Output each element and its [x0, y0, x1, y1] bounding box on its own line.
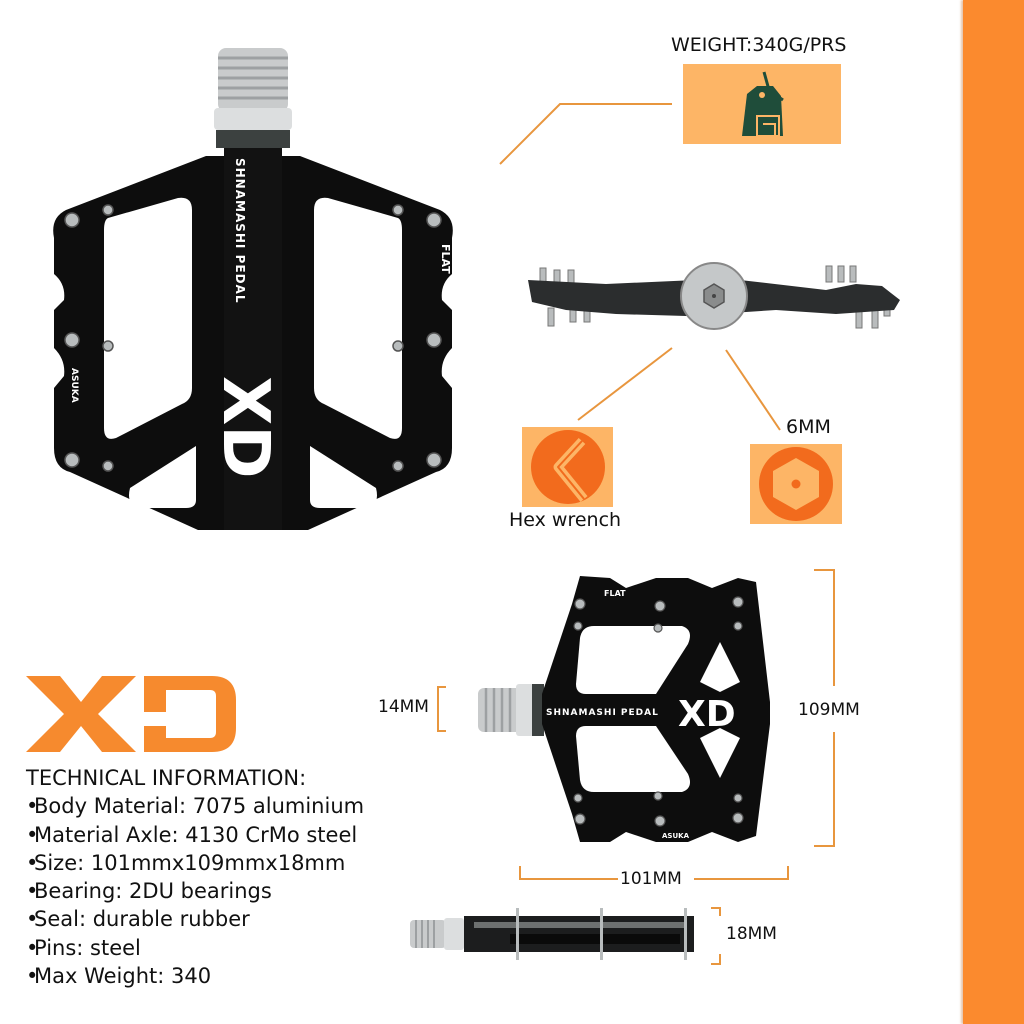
- hex-socket-icon-box: [750, 444, 842, 524]
- technical-info-heading: TECHNICAL INFORMATION:: [26, 766, 307, 790]
- pedal-top-view-horizontal: SHNAMASHI PEDAL XD FLAT ASUKA: [476, 574, 776, 844]
- weight-leader-line: [499, 103, 672, 165]
- axle-dimension-label: 14MM: [378, 697, 429, 717]
- width-dimension-label: 101MM: [620, 869, 682, 889]
- spec-item-bearing: •Bearing: 2DU bearings: [26, 879, 272, 904]
- svg-text:XD: XD: [208, 376, 282, 478]
- spec-item-axle-material: •Material Axle: 4130 CrMo steel: [26, 822, 358, 847]
- svg-text:FLAT: FLAT: [604, 589, 626, 598]
- svg-text:XD: XD: [678, 694, 736, 735]
- height-dimension-label: 109MM: [798, 700, 860, 720]
- accent-stripe: [963, 0, 1024, 1024]
- spec-item-seal: •Seal: durable rubber: [26, 907, 250, 932]
- weight-label: WEIGHT:340G/PRS: [671, 34, 847, 56]
- pedal-side-profile: [526, 262, 906, 334]
- tool-leader-lines: [577, 347, 781, 431]
- pedal-top-view-vertical: SHNAMASHI PEDAL XD FLAT ASUKA: [46, 48, 460, 538]
- thickness-dimension-bracket: [711, 907, 721, 965]
- svg-text:ASUKA: ASUKA: [662, 832, 690, 840]
- spec-item-max-weight: •Max Weight: 340: [26, 964, 212, 989]
- weight-tag-icon: [742, 71, 784, 137]
- hex-wrench-icon: [531, 430, 605, 504]
- spec-item-body-material: •Body Material: 7075 aluminium: [26, 794, 365, 819]
- spec-item-pins: •Pins: steel: [26, 935, 141, 960]
- weight-icon-box: [683, 64, 841, 144]
- hex-wrench-icon-box: [522, 427, 613, 507]
- hex-wrench-label: Hex wrench: [509, 509, 622, 531]
- svg-text:ASUKA: ASUKA: [69, 368, 79, 403]
- axle-dimension-bracket: [437, 686, 446, 732]
- hex-size-label: 6MM: [786, 416, 831, 438]
- svg-text:FLAT: FLAT: [439, 244, 452, 274]
- pedal-side-thickness-view: [410, 908, 696, 960]
- width-dimension-bracket: [519, 866, 789, 880]
- brand-logo: [26, 676, 236, 752]
- technical-info: TECHNICAL INFORMATION: •Body Material: 7…: [26, 764, 364, 990]
- spec-item-size: •Size: 101mmx109mmx18mm: [26, 850, 346, 875]
- svg-text:SHNAMASHI PEDAL: SHNAMASHI PEDAL: [546, 708, 659, 718]
- hex-socket-icon: [759, 447, 833, 521]
- height-dimension-bracket: [814, 569, 835, 847]
- svg-text:SHNAMASHI PEDAL: SHNAMASHI PEDAL: [233, 158, 247, 303]
- thickness-dimension-label: 18MM: [726, 924, 777, 944]
